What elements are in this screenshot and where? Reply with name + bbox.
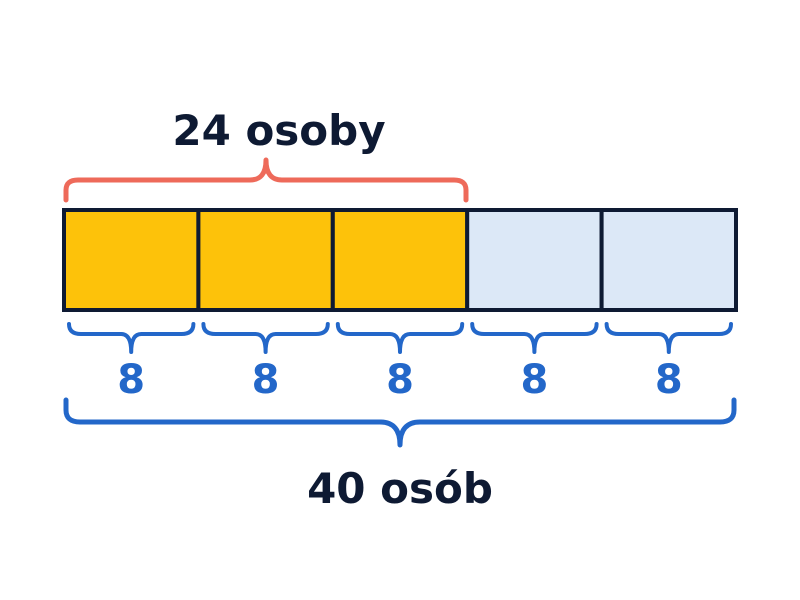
segment-numbers: 8 8 8 8 8	[117, 357, 682, 403]
segment-brace-1	[67, 322, 196, 354]
segment-number-4: 8	[520, 357, 548, 403]
tape-segment-5	[599, 208, 738, 312]
segment-number-5: 8	[655, 357, 683, 403]
tape-segment-4	[465, 208, 604, 312]
tape-segments	[62, 208, 738, 312]
top-label: 24 osoby	[172, 106, 385, 155]
segment-brace-4	[470, 322, 599, 354]
segment-number-1: 8	[117, 357, 145, 403]
segment-brace-2	[201, 322, 330, 354]
tape-segment-1	[62, 208, 201, 312]
top-brace	[63, 157, 469, 203]
bottom-brace	[63, 397, 737, 448]
tape-segment-2	[196, 208, 335, 312]
bottom-label: 40 osób	[307, 464, 493, 513]
segment-number-2: 8	[252, 357, 280, 403]
tape-outline	[62, 208, 738, 312]
segment-braces	[67, 322, 733, 354]
segment-brace-3	[335, 322, 465, 354]
tape-segment-3	[330, 208, 470, 312]
segment-brace-5	[604, 322, 733, 354]
segment-number-3: 8	[386, 357, 414, 403]
